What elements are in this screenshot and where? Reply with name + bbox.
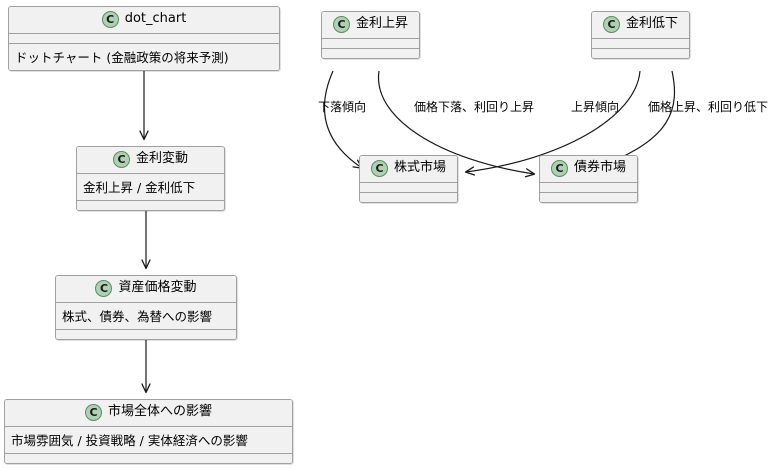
class-title: 金利変動 — [135, 151, 188, 167]
divider — [56, 302, 236, 303]
class-node-stock-market[interactable]: 株式市場 — [359, 155, 458, 203]
edge-label-rateup-stock: 下落傾向 — [318, 100, 367, 114]
class-title: 株式市場 — [393, 160, 446, 176]
class-header: 金利上昇 — [322, 12, 419, 38]
empty-compartment — [9, 34, 279, 43]
class-node-bond-market[interactable]: 債券市場 — [539, 155, 638, 203]
empty-compartment — [360, 183, 457, 192]
class-title: 資産価格変動 — [118, 280, 197, 296]
class-attribute: 株式、債券、為替への影響 — [56, 303, 236, 329]
class-node-market-impact[interactable]: 市場全体への影響 市場雰囲気 / 投資戦略 / 実体経済への影響 — [4, 399, 293, 464]
class-node-asset-price[interactable]: 資産価格変動 株式、債券、為替への影響 — [55, 275, 237, 340]
divider — [322, 38, 419, 39]
divider — [5, 453, 292, 454]
class-node-rate-down[interactable]: 金利低下 — [591, 11, 690, 59]
class-header: 金利低下 — [592, 12, 689, 38]
empty-compartment — [5, 454, 292, 463]
class-icon — [602, 16, 620, 33]
class-header: 株式市場 — [360, 156, 457, 182]
divider — [592, 48, 689, 49]
divider — [540, 182, 637, 183]
class-node-rate-change[interactable]: 金利変動 金利上昇 / 金利低下 — [76, 146, 225, 211]
divider — [9, 43, 279, 44]
class-icon — [84, 404, 102, 421]
divider — [77, 173, 224, 174]
class-title: 市場全体への影響 — [107, 404, 212, 420]
divider — [360, 192, 457, 193]
empty-compartment — [77, 201, 224, 210]
class-header: 債券市場 — [540, 156, 637, 182]
class-attribute-text: 金利上昇 / 金利低下 — [83, 180, 196, 195]
empty-compartment — [360, 193, 457, 202]
empty-compartment — [592, 49, 689, 58]
class-icon — [101, 11, 119, 28]
class-title: dot_chart — [124, 11, 187, 27]
class-icon — [550, 160, 568, 177]
class-icon — [95, 280, 113, 297]
empty-compartment — [540, 193, 637, 202]
empty-compartment — [56, 330, 236, 339]
edge-rateup-to-stock — [323, 70, 364, 169]
class-attribute-text: ドットチャート (金融政策の将来予測) — [15, 50, 229, 65]
class-icon — [370, 160, 388, 177]
edge-ratedown-to-bond — [598, 70, 675, 168]
empty-compartment — [322, 39, 419, 48]
class-attribute: 市場雰囲気 / 投資戦略 / 実体経済への影響 — [5, 427, 292, 453]
class-title: 金利低下 — [625, 16, 678, 32]
divider — [77, 200, 224, 201]
edge-label-ratedown-bond: 上昇傾向 — [571, 100, 620, 114]
class-attribute: 金利上昇 / 金利低下 — [77, 174, 224, 200]
divider — [56, 329, 236, 330]
class-header: 資産価格変動 — [56, 276, 236, 302]
class-attribute: ドットチャート (金融政策の将来予測) — [9, 44, 279, 70]
divider — [592, 38, 689, 39]
class-title: 金利上昇 — [355, 16, 408, 32]
edge-label-rateup-bond: 価格下落、利回り上昇 — [414, 100, 535, 114]
class-header: dot_chart — [9, 7, 279, 33]
class-attribute-text: 株式、債券、為替への影響 — [62, 309, 213, 324]
empty-compartment — [592, 39, 689, 48]
class-icon — [112, 151, 130, 168]
class-header: 金利変動 — [77, 147, 224, 173]
class-icon — [332, 16, 350, 33]
class-header: 市場全体への影響 — [5, 400, 292, 426]
class-node-dot-chart[interactable]: dot_chart ドットチャート (金融政策の将来予測) — [8, 6, 280, 71]
class-attribute-text: 市場雰囲気 / 投資戦略 / 実体経済への影響 — [11, 433, 248, 448]
divider — [540, 192, 637, 193]
divider — [5, 426, 292, 427]
class-node-rate-up[interactable]: 金利上昇 — [321, 11, 420, 59]
edge-label-ratedown-stock: 価格上昇、利回り低下 — [648, 100, 769, 114]
class-title: 債券市場 — [573, 160, 626, 176]
empty-compartment — [322, 49, 419, 58]
divider — [9, 33, 279, 34]
empty-compartment — [540, 183, 637, 192]
divider — [360, 182, 457, 183]
divider — [322, 48, 419, 49]
